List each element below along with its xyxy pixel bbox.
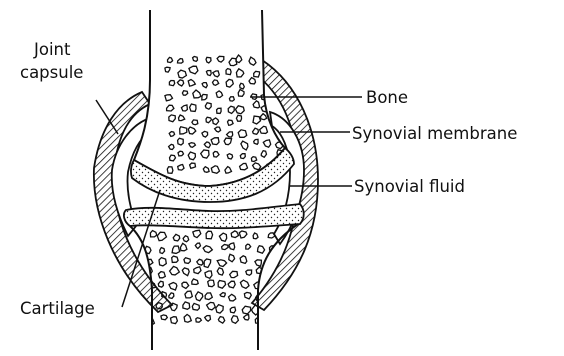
bone-cell	[173, 234, 180, 241]
bone-cell	[150, 231, 156, 237]
bone-cell	[192, 279, 198, 285]
bone-cell	[239, 231, 247, 238]
bone-cell	[185, 291, 192, 298]
bone-cell	[268, 259, 274, 265]
bone-cell	[216, 305, 223, 313]
bone-cell	[195, 292, 202, 301]
bone-cell	[220, 293, 225, 297]
bone-cell	[197, 259, 203, 265]
bone-cell	[157, 232, 166, 241]
bone-cell	[268, 233, 275, 238]
lower-bone-spongy-texture	[144, 230, 276, 325]
bone-cell	[219, 233, 226, 241]
bone-cell	[171, 317, 178, 324]
bone-cell	[272, 57, 279, 64]
bone-cell	[148, 319, 155, 325]
bone-cell	[255, 260, 262, 267]
bone-cell	[217, 260, 226, 267]
bone-cell	[230, 271, 238, 277]
bone-cell	[192, 303, 199, 310]
bone-cell	[207, 302, 216, 310]
bone-cell	[169, 293, 174, 299]
bone-cell	[240, 256, 247, 264]
bone-cell	[205, 293, 212, 300]
synovial-membrane-label: Synovial membrane	[352, 124, 517, 144]
bone-cell	[244, 292, 251, 299]
bone-cell	[195, 243, 200, 248]
upper-bone	[134, 10, 285, 186]
joint-capsule-label-line2: capsule	[20, 63, 83, 83]
synovial-fluid-label: Synovial fluid	[354, 177, 465, 197]
bone-cell	[205, 316, 211, 322]
bone-cell	[255, 317, 264, 324]
bone-cell	[246, 244, 251, 249]
bone-cell	[240, 280, 249, 288]
bone-cell	[182, 282, 189, 288]
bone-label: Bone	[366, 88, 408, 108]
bone-cell	[264, 268, 270, 275]
cartilage-label: Cartilage	[20, 299, 95, 319]
bone-cell	[170, 266, 180, 275]
bone-cell	[169, 283, 177, 291]
bone-cell	[204, 259, 211, 268]
bone-cell	[253, 233, 258, 239]
bone-cell	[231, 316, 238, 324]
bone-cell	[218, 317, 224, 324]
bone-cell	[244, 315, 249, 320]
bone-cell	[162, 292, 167, 298]
bone-cell	[180, 243, 187, 251]
bone-cell	[159, 258, 166, 266]
bone-cell	[217, 268, 223, 275]
bone-cell	[182, 268, 189, 276]
bone-cell	[203, 246, 212, 253]
bone-cell	[184, 314, 191, 322]
bone-cell	[170, 303, 177, 311]
bone-cell	[161, 315, 167, 320]
bone-cell	[158, 281, 163, 287]
bone-cell	[246, 270, 252, 275]
bone-cell	[184, 258, 191, 264]
bone-cell	[183, 302, 190, 309]
bone-cell	[229, 294, 236, 301]
bone-cell	[229, 243, 235, 250]
bone-cell	[172, 246, 180, 253]
bone-cell	[270, 315, 276, 320]
bone-cell	[172, 256, 178, 262]
bone-cell	[229, 254, 235, 261]
bone-cell	[274, 106, 280, 112]
bone-cell	[158, 272, 165, 278]
bone-cell	[228, 281, 235, 288]
bone-cell	[268, 307, 274, 313]
bone-cell	[208, 280, 215, 287]
joint-capsule-label-line1: Joint	[34, 40, 70, 60]
bone-cell	[231, 231, 238, 238]
bone-cell	[205, 271, 212, 278]
bone-cell	[183, 236, 189, 242]
bone-cell	[194, 267, 201, 274]
bone-cell	[258, 246, 265, 254]
bone-cell	[160, 248, 165, 254]
bone-cell	[196, 318, 202, 323]
bone-cell	[242, 306, 250, 314]
bone-cell	[230, 307, 235, 313]
bone-cell	[193, 230, 201, 237]
bone-cell	[218, 281, 226, 289]
bone-cell	[222, 245, 229, 250]
bone-cell	[206, 231, 213, 239]
